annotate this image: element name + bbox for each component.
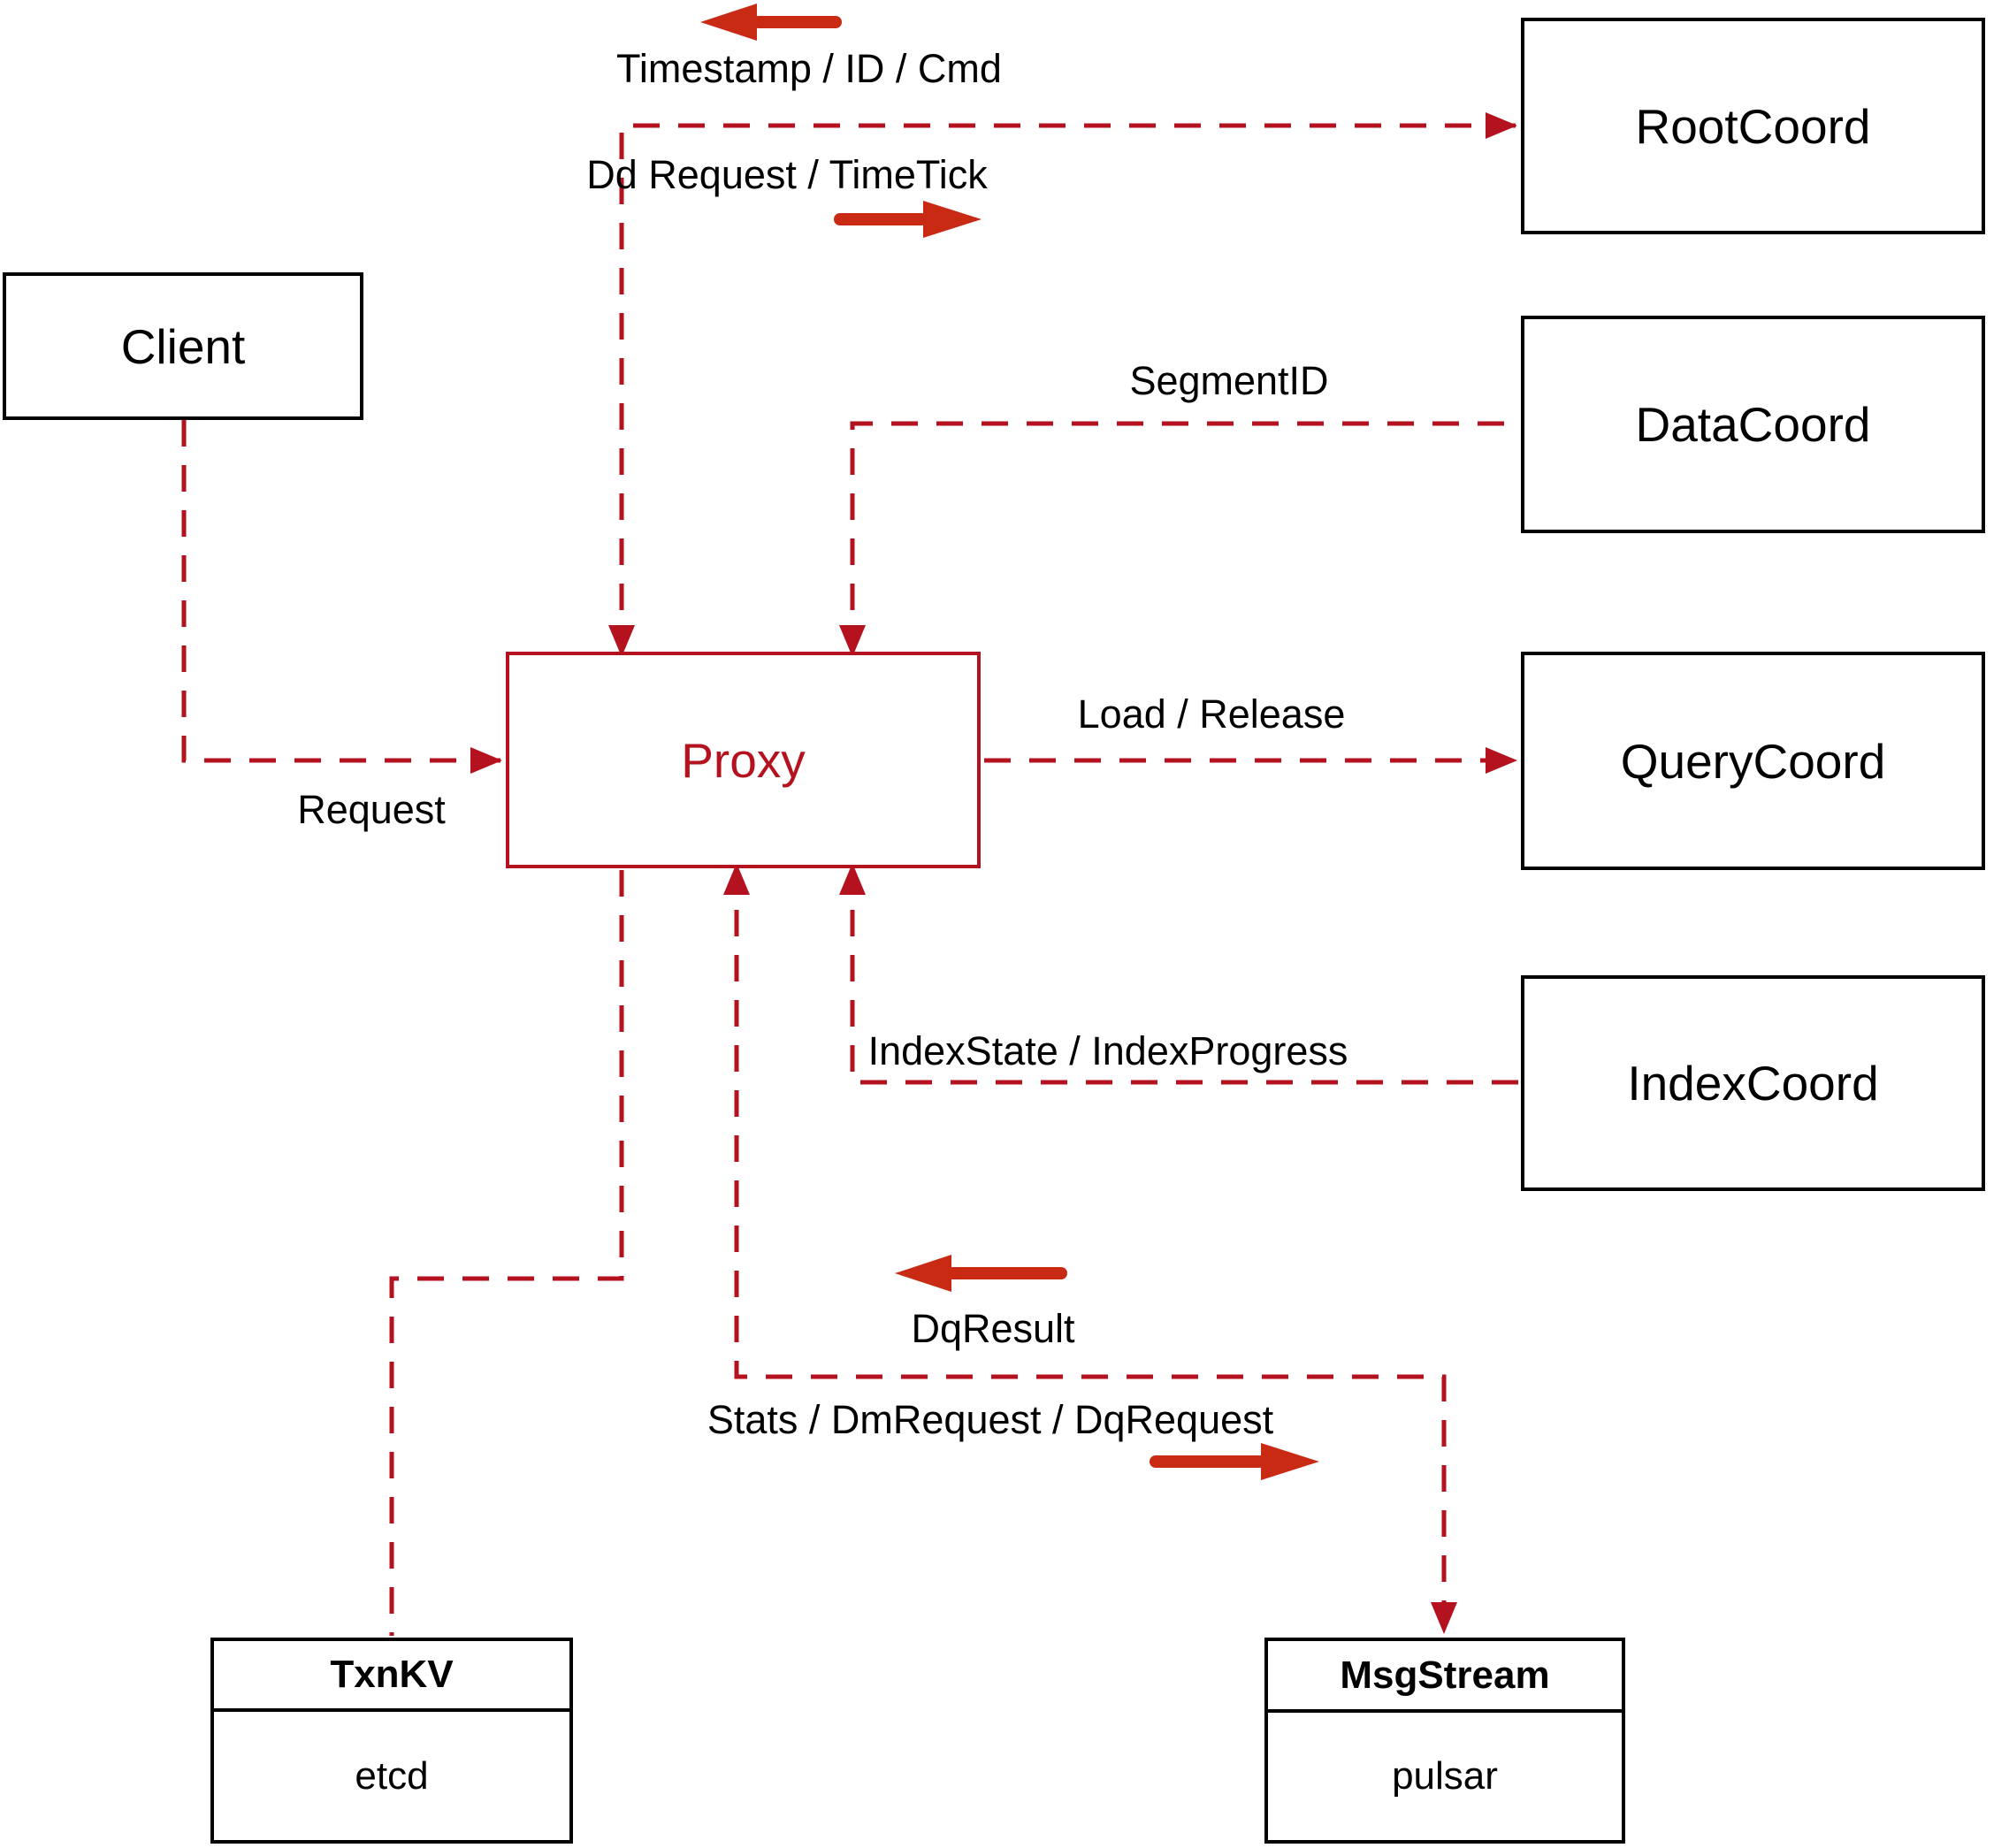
node-proxy-label: Proxy [681,732,806,788]
edge-label-load-release: Load / Release [1077,691,1346,737]
node-rootcoord: RootCoord [1521,18,1985,234]
node-msgstream: MsgStream pulsar [1264,1638,1625,1844]
node-indexcoord: IndexCoord [1521,975,1985,1191]
node-client-label: Client [120,318,246,374]
node-msgstream-title: MsgStream [1268,1641,1622,1713]
connector-client-to-proxy [181,420,502,774]
arrow-right-stats-icon [1150,1443,1319,1480]
edge-label-stats: Stats / DmRequest / DqRequest [707,1397,1274,1442]
edge-label-segment-id: SegmentID [1129,358,1329,403]
edge-label-dd-request: Dd Request / TimeTick [586,152,988,197]
node-rootcoord-label: RootCoord [1635,98,1871,154]
node-datacoord: DataCoord [1521,316,1985,533]
node-indexcoord-label: IndexCoord [1627,1056,1879,1111]
arrow-left-timestamp-icon [700,4,842,41]
connector-proxy-msgstream [723,863,1457,1634]
node-msgstream-subtitle: pulsar [1392,1754,1498,1798]
node-querycoord-label: QueryCoord [1620,733,1886,789]
node-querycoord: QueryCoord [1521,652,1985,870]
connector-datacoord-to-proxy [839,421,1521,657]
edge-label-timestamp: Timestamp / ID / Cmd [616,46,1002,91]
arrow-right-dd-request-icon [834,201,982,238]
connector-proxy-rootcoord [608,112,1517,657]
node-client: Client [3,272,363,420]
node-txnkv-subtitle: etcd [355,1753,429,1798]
connector-proxy-to-txnkv [389,870,624,1636]
node-proxy: Proxy [506,652,981,868]
arrow-left-dq-result-icon [895,1255,1067,1292]
edge-label-request: Request [297,787,446,832]
edge-label-dq-result: DqResult [911,1306,1075,1351]
node-datacoord-label: DataCoord [1635,397,1871,452]
edge-label-index-state: IndexState / IndexProgress [867,1028,1348,1073]
node-txnkv-title: TxnKV [214,1641,569,1712]
node-txnkv: TxnKV etcd [210,1638,573,1844]
